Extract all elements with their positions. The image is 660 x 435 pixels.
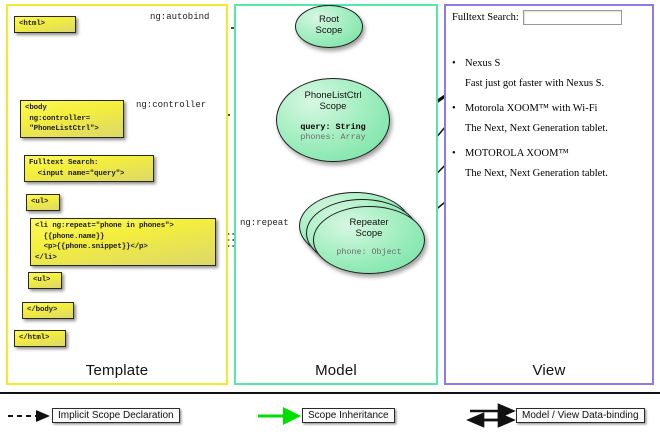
- view-search-row: Fulltext Search:: [452, 10, 648, 25]
- list-item-snippet: The Next, Next Generation tablet.: [465, 167, 608, 179]
- scope-phonelistctrl-title: PhoneListCtrl Scope: [304, 90, 362, 112]
- legend: Implicit Scope Declaration Scope Inherit…: [0, 398, 660, 435]
- code-box-body-open: <body ng:controller= "PhoneListCtrl">: [20, 100, 124, 138]
- code-box-html-open: <html>: [14, 16, 76, 33]
- view-content: Fulltext Search: • Nexus S Fast just got…: [452, 10, 648, 181]
- legend-label-implicit: Implicit Scope Declaration: [52, 408, 180, 423]
- scope-phonelistctrl-prop-query: query: String: [300, 121, 366, 132]
- column-label-view: View: [532, 362, 566, 379]
- code-box-fulltext-search: Fulltext Search: <input name="query">: [24, 155, 154, 183]
- scope-phonelistctrl: PhoneListCtrl Scope query: String phones…: [276, 78, 390, 162]
- view-search-label: Fulltext Search:: [452, 12, 519, 23]
- scope-repeater-prop-phone: phone: Object: [336, 246, 402, 257]
- legend-label-databinding: Model / View Data-binding: [516, 408, 645, 423]
- scope-repeater-title: Repeater Scope: [349, 217, 389, 239]
- scope-repeater: Repeater Scope phone: Object: [313, 206, 425, 274]
- edge-label-ng-controller: ng:controller: [136, 100, 207, 110]
- column-label-model: Model: [315, 362, 357, 379]
- legend-label-inheritance: Scope Inheritance: [302, 408, 395, 423]
- list-item-name: Nexus S: [465, 58, 501, 69]
- scope-root-title: Root Scope: [315, 14, 343, 36]
- view-search-input[interactable]: [522, 10, 622, 25]
- list-item-name: Motorola XOOM™ with Wi-Fi: [465, 103, 598, 115]
- scope-root: Root Scope: [295, 5, 363, 48]
- list-item-name: MOTOROLA XOOM™: [465, 148, 569, 160]
- bullet-icon: •: [452, 148, 456, 160]
- list-item-snippet: Fast just got faster with Nexus S.: [465, 77, 605, 89]
- code-box-body-close: </body>: [22, 302, 74, 319]
- scope-phonelistctrl-prop-phones: phones: Array: [300, 132, 366, 143]
- list-item[interactable]: • Nexus S Fast just got faster with Nexu…: [452, 58, 648, 90]
- code-box-li-repeat: <li ng:repeat="phone in phones"> {{phone…: [30, 218, 216, 267]
- code-box-ul-open: <ul>: [26, 194, 60, 211]
- edge-label-ng-autobind: ng:autobind: [150, 12, 210, 22]
- column-label-template: Template: [85, 362, 149, 379]
- edge-label-ng-repeat: ng:repeat: [240, 218, 289, 228]
- legend-item-inheritance: Scope Inheritance: [302, 408, 395, 423]
- list-item[interactable]: • MOTOROLA XOOM™ The Next, Next Generati…: [452, 148, 648, 180]
- code-box-html-close: </html>: [14, 330, 66, 347]
- column-view: View: [444, 4, 654, 385]
- legend-item-databinding: Model / View Data-binding: [516, 408, 645, 423]
- bullet-icon: •: [452, 103, 456, 115]
- legend-item-implicit: Implicit Scope Declaration: [52, 408, 180, 423]
- list-item-snippet: The Next, Next Generation tablet.: [465, 122, 608, 134]
- view-phone-list: • Nexus S Fast just got faster with Nexu…: [452, 58, 648, 181]
- legend-arrows: [8, 403, 516, 428]
- list-item[interactable]: • Motorola XOOM™ with Wi-Fi The Next, Ne…: [452, 103, 648, 135]
- bullet-icon: •: [452, 58, 456, 69]
- legend-divider: [0, 392, 660, 394]
- code-box-ul-close: <ul>: [28, 272, 62, 289]
